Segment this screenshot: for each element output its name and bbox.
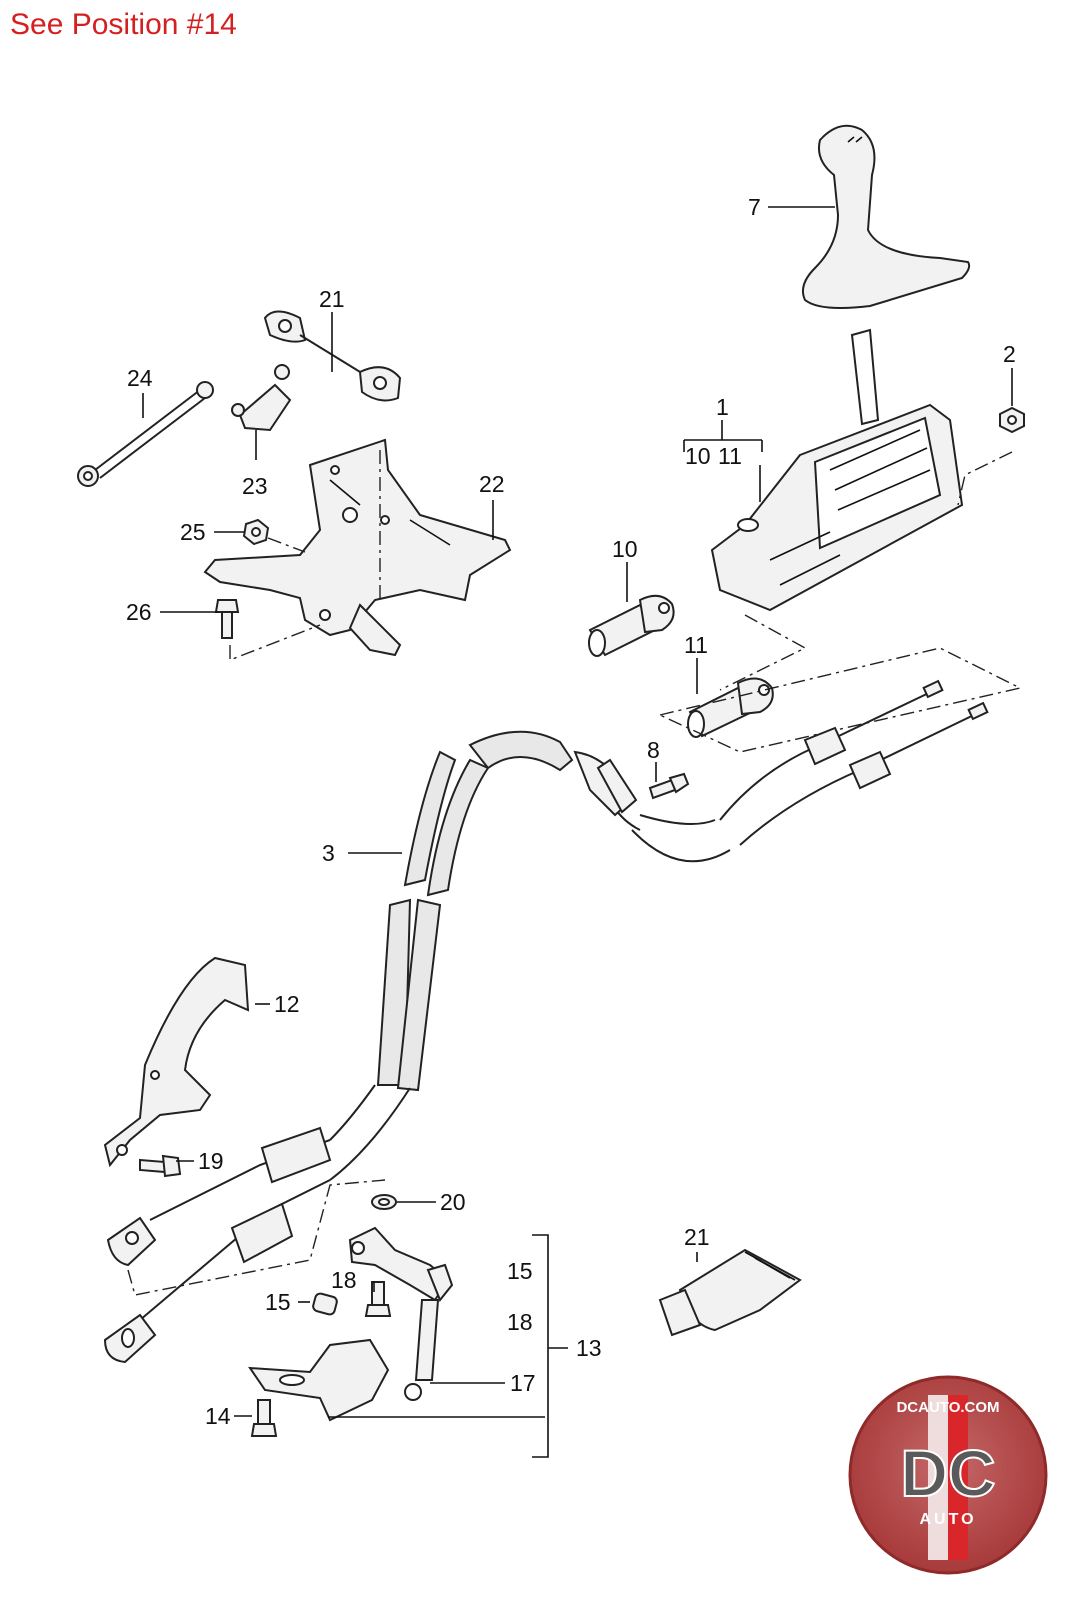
callout-13-group-18: 18 xyxy=(507,1309,533,1335)
bracket-12 xyxy=(103,956,250,1168)
callout-21-bottom: 21 xyxy=(684,1224,710,1250)
selector-lever-assembly xyxy=(248,1226,454,1437)
callout-10: 10 xyxy=(612,536,638,562)
shift-lever-assembly xyxy=(710,328,964,612)
callout-22: 22 xyxy=(479,471,505,497)
bracket-22 xyxy=(203,438,512,657)
link-rod-24 xyxy=(77,381,214,487)
bracket-23 xyxy=(231,364,292,432)
callout-11: 11 xyxy=(684,632,708,658)
callout-13-group-15: 15 xyxy=(507,1258,533,1284)
grease-tube xyxy=(658,1248,802,1337)
callout-14: 14 xyxy=(205,1403,231,1429)
leader-lines xyxy=(142,206,1013,1458)
callout-19: 19 xyxy=(198,1148,224,1174)
logo-bottom-text: AUTO xyxy=(919,1511,976,1528)
bolt-26 xyxy=(214,599,240,639)
bushing-11 xyxy=(687,677,774,738)
callout-17: 17 xyxy=(510,1370,536,1396)
callout-20: 20 xyxy=(440,1189,466,1215)
callout-7: 7 xyxy=(748,194,761,220)
callout-1-group-10: 10 xyxy=(685,443,711,469)
shift-knob-boot xyxy=(802,124,971,309)
callout-1: 1 xyxy=(716,394,729,420)
logo-top-text: DCAUTO.COM xyxy=(896,1399,999,1416)
callout-15: 15 xyxy=(265,1289,291,1315)
callout-13: 13 xyxy=(576,1335,602,1361)
cable-ends-upper xyxy=(631,679,989,863)
nut-25 xyxy=(242,518,270,546)
callout-3: 3 xyxy=(322,840,335,866)
callout-8: 8 xyxy=(647,737,660,763)
washer-20 xyxy=(371,1194,397,1210)
cable-21-top xyxy=(263,310,402,402)
callout-21-top: 21 xyxy=(319,286,345,312)
nut xyxy=(999,406,1025,434)
callout-1-group-11: 11 xyxy=(718,443,742,469)
callout-26: 26 xyxy=(126,599,152,625)
shift-cable-pair xyxy=(329,730,641,1181)
callouts: 7 2 1 10 11 10 11 8 3 12 19 20 18 15 14 … xyxy=(126,194,1016,1429)
callout-25: 25 xyxy=(180,519,206,545)
callout-18: 18 xyxy=(331,1267,357,1293)
bushing-10 xyxy=(588,594,675,657)
callout-23: 23 xyxy=(242,473,268,499)
header-note: See Position #14 xyxy=(10,8,237,41)
logo-mark: DC xyxy=(900,1436,995,1510)
callout-12: 12 xyxy=(274,991,300,1017)
dcauto-logo: DCAUTO.COM DC AUTO xyxy=(848,1375,1048,1575)
callout-2: 2 xyxy=(1003,341,1016,367)
cable-ends-lower xyxy=(103,1126,332,1364)
bolt-8 xyxy=(648,772,690,800)
callout-24: 24 xyxy=(127,365,153,391)
bolt-19 xyxy=(139,1154,182,1178)
